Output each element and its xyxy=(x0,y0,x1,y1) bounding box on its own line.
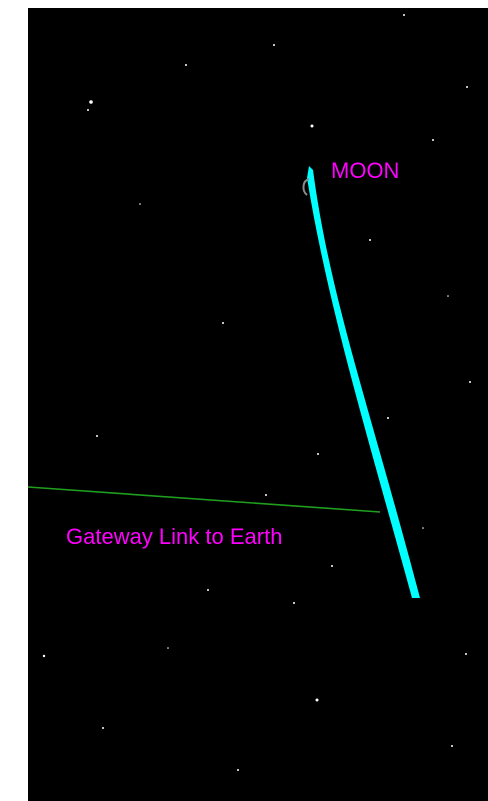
star xyxy=(317,453,319,455)
gateway-link-line xyxy=(28,486,381,513)
star xyxy=(87,109,89,111)
star xyxy=(310,124,314,128)
star xyxy=(387,417,389,419)
star xyxy=(432,139,434,141)
star xyxy=(89,100,93,104)
star xyxy=(293,602,295,604)
star xyxy=(273,44,275,46)
orbit-trail xyxy=(307,166,420,598)
star xyxy=(96,435,98,437)
star xyxy=(331,565,333,567)
space-view: MOON Gateway Link to Earth xyxy=(28,8,488,801)
star xyxy=(466,86,468,88)
star xyxy=(369,239,371,241)
star xyxy=(451,745,453,747)
star xyxy=(102,727,104,729)
star xyxy=(315,698,319,702)
star xyxy=(42,654,46,658)
moon-label: MOON xyxy=(331,158,400,183)
star xyxy=(237,769,239,771)
star xyxy=(207,589,209,591)
space-scene xyxy=(28,14,471,771)
star xyxy=(185,64,187,66)
star xyxy=(447,295,449,297)
star xyxy=(222,322,224,324)
star xyxy=(139,203,141,205)
star xyxy=(403,14,405,16)
star xyxy=(422,527,424,529)
star-field xyxy=(42,14,471,771)
left-white-margin xyxy=(0,0,28,801)
gateway-link-label: Gateway Link to Earth xyxy=(66,524,283,549)
star xyxy=(265,494,267,496)
star xyxy=(469,381,471,383)
star xyxy=(465,653,467,655)
star xyxy=(167,647,169,649)
moon-body-icon xyxy=(302,178,310,196)
